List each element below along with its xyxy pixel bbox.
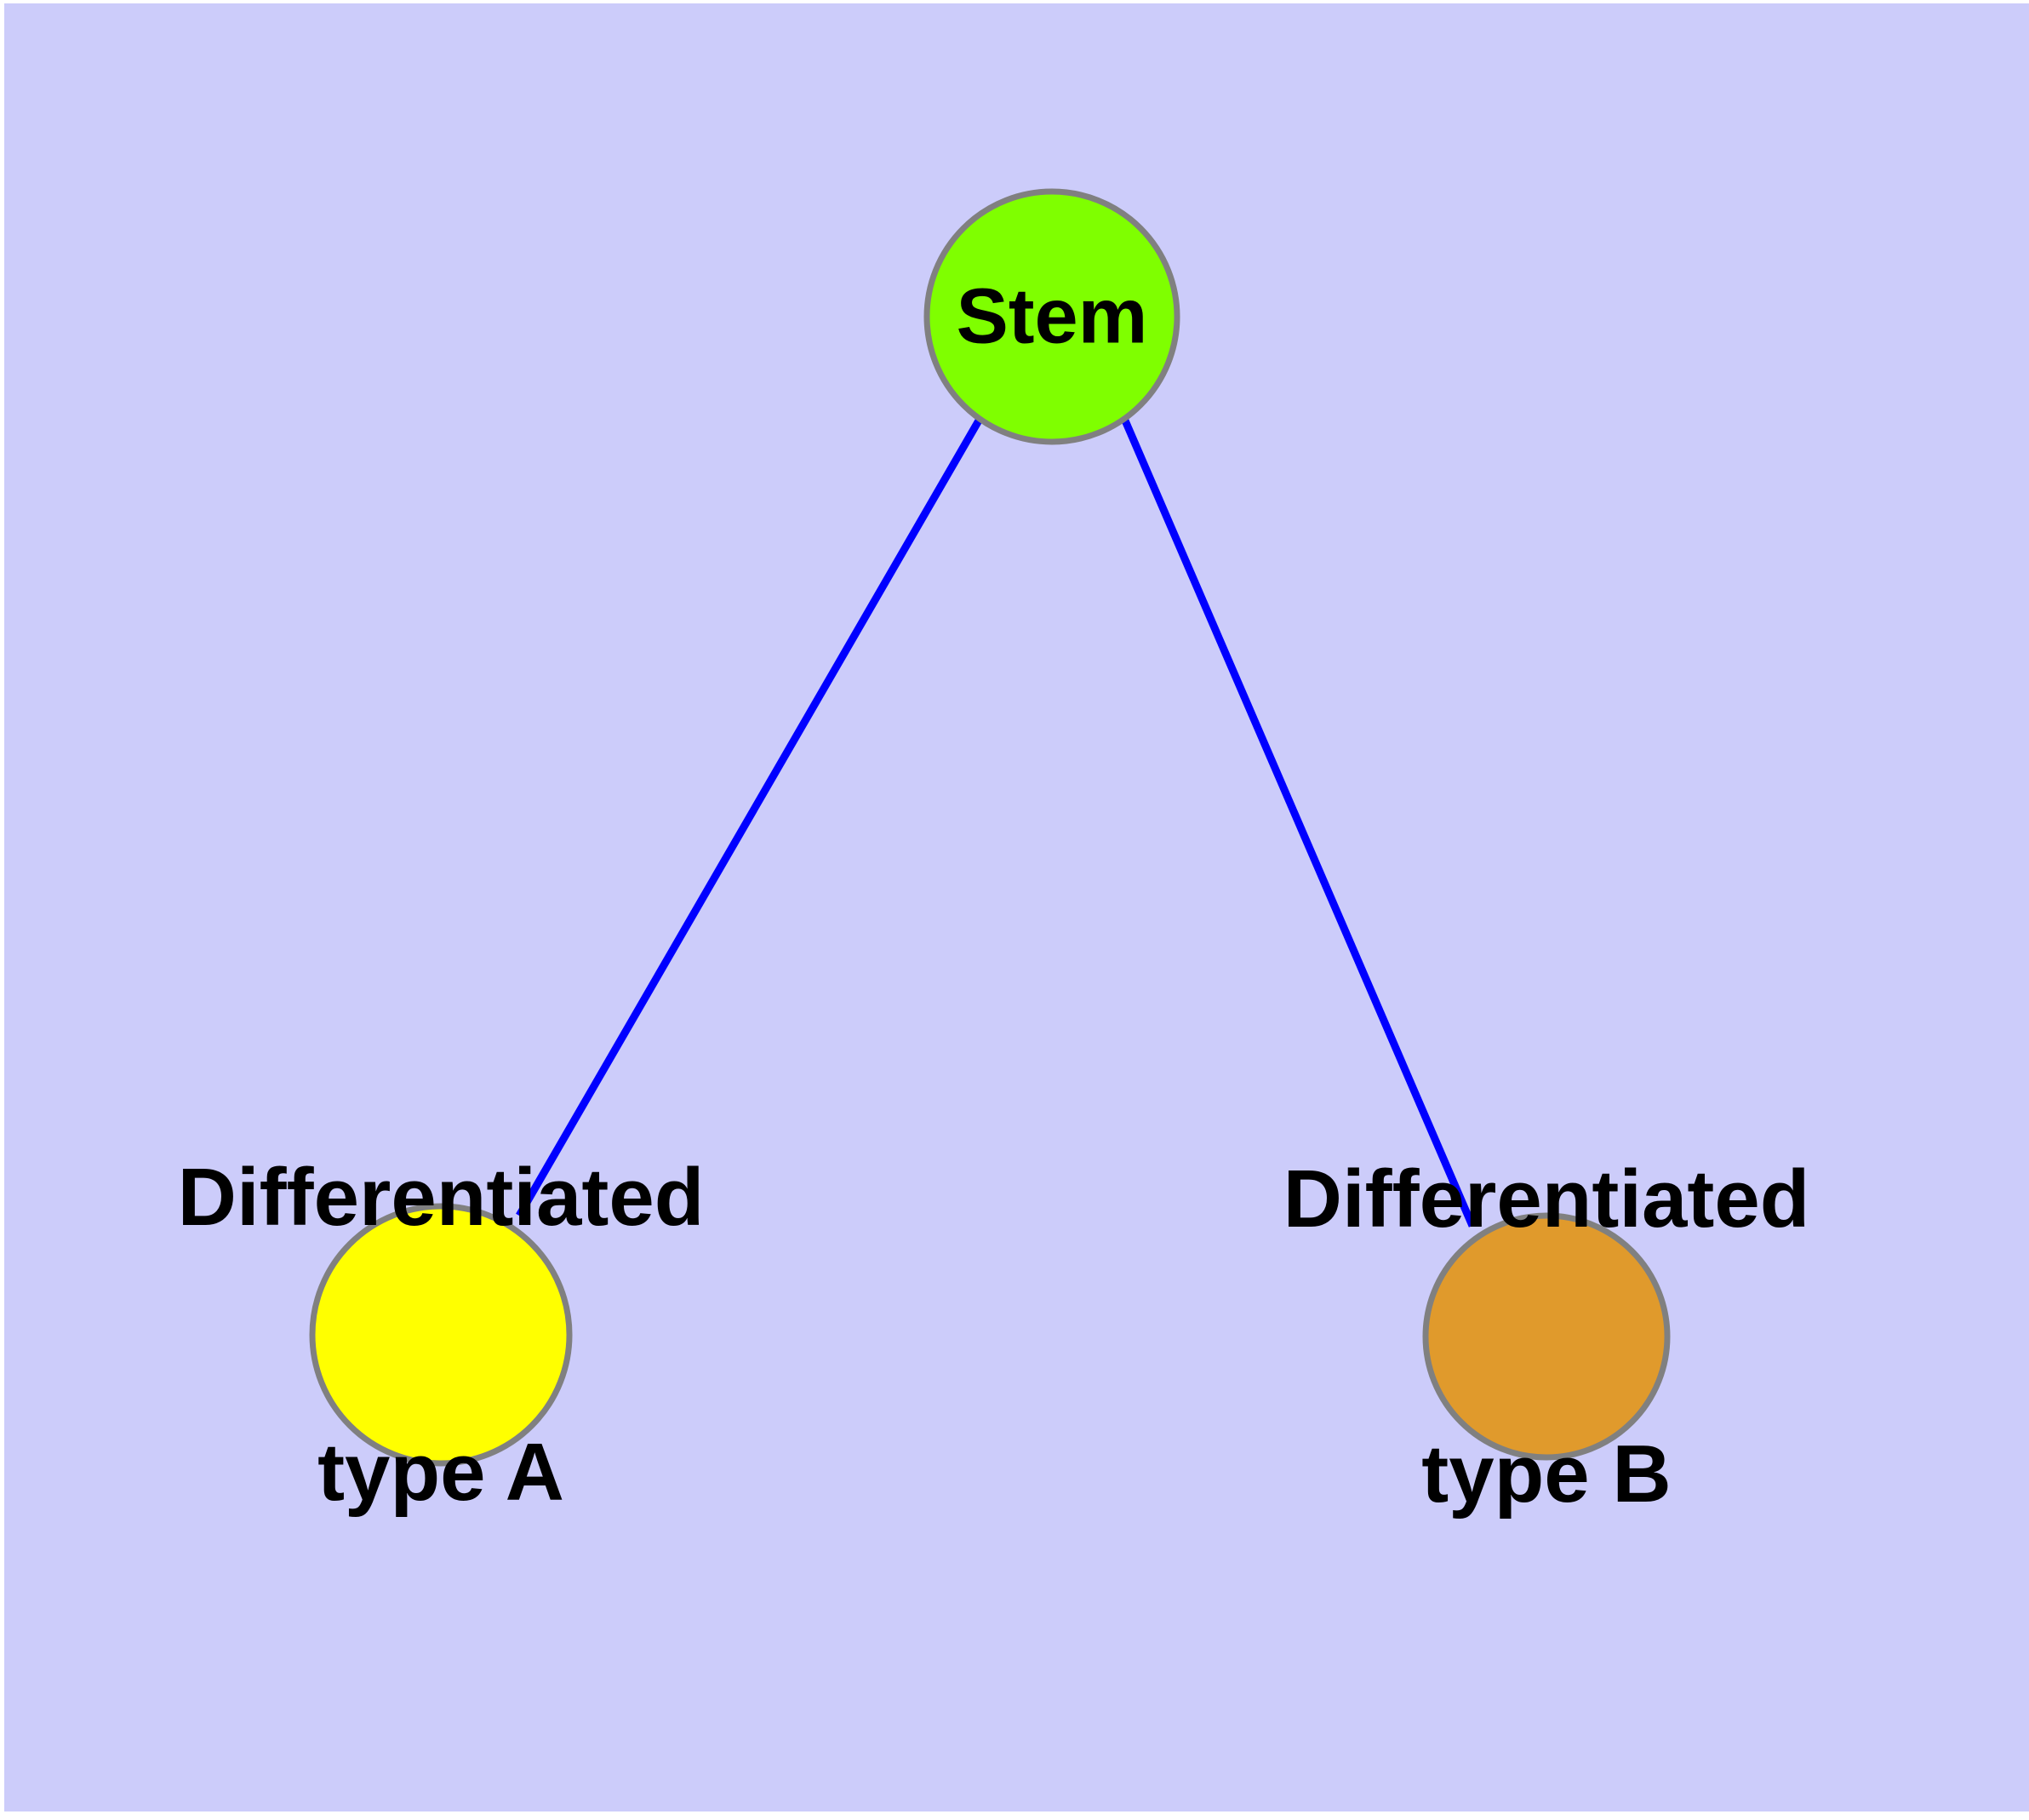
node-differentiated-type-a[interactable]	[309, 1203, 573, 1467]
nodes-group	[309, 188, 1671, 1467]
node-stem[interactable]	[923, 188, 1180, 445]
edge-stem-to-differentiated-a	[516, 418, 982, 1218]
edges-group	[516, 418, 1477, 1228]
node-differentiated-type-b[interactable]	[1422, 1212, 1671, 1461]
edge-stem-to-differentiated-b	[1121, 419, 1477, 1228]
